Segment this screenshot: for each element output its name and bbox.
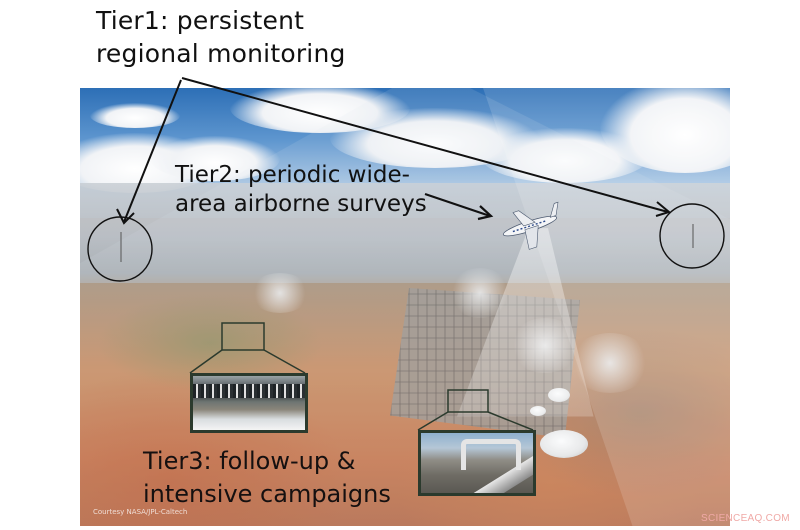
cloud — [90, 103, 180, 128]
watermark: SCIENCEAQ.COM — [701, 513, 790, 524]
image-credit: Courtesy NASA/JPL-Caltech — [93, 508, 188, 516]
tier3-label-line1: Tier3: follow-up & — [143, 447, 356, 475]
tier2-label-line1: Tier2: periodic wide- — [175, 162, 410, 188]
tier2-label-line2: area airborne surveys — [175, 191, 427, 217]
inset-photo-pipeline — [418, 430, 536, 496]
tier1-label: Tier1: persistent regional monitoring — [96, 4, 346, 70]
tier3-label-line2: intensive campaigns — [143, 480, 391, 508]
storage-tank — [540, 430, 588, 458]
tier1-label-line2: regional monitoring — [96, 39, 346, 68]
smoke-plume — [250, 273, 310, 313]
tier3-label: Tier3: follow-up & intensive campaigns — [143, 445, 391, 511]
tier2-label: Tier2: periodic wide- area airborne surv… — [175, 161, 427, 219]
tier1-label-line1: Tier1: persistent — [96, 6, 305, 35]
inset-photo-dairy — [190, 373, 308, 433]
